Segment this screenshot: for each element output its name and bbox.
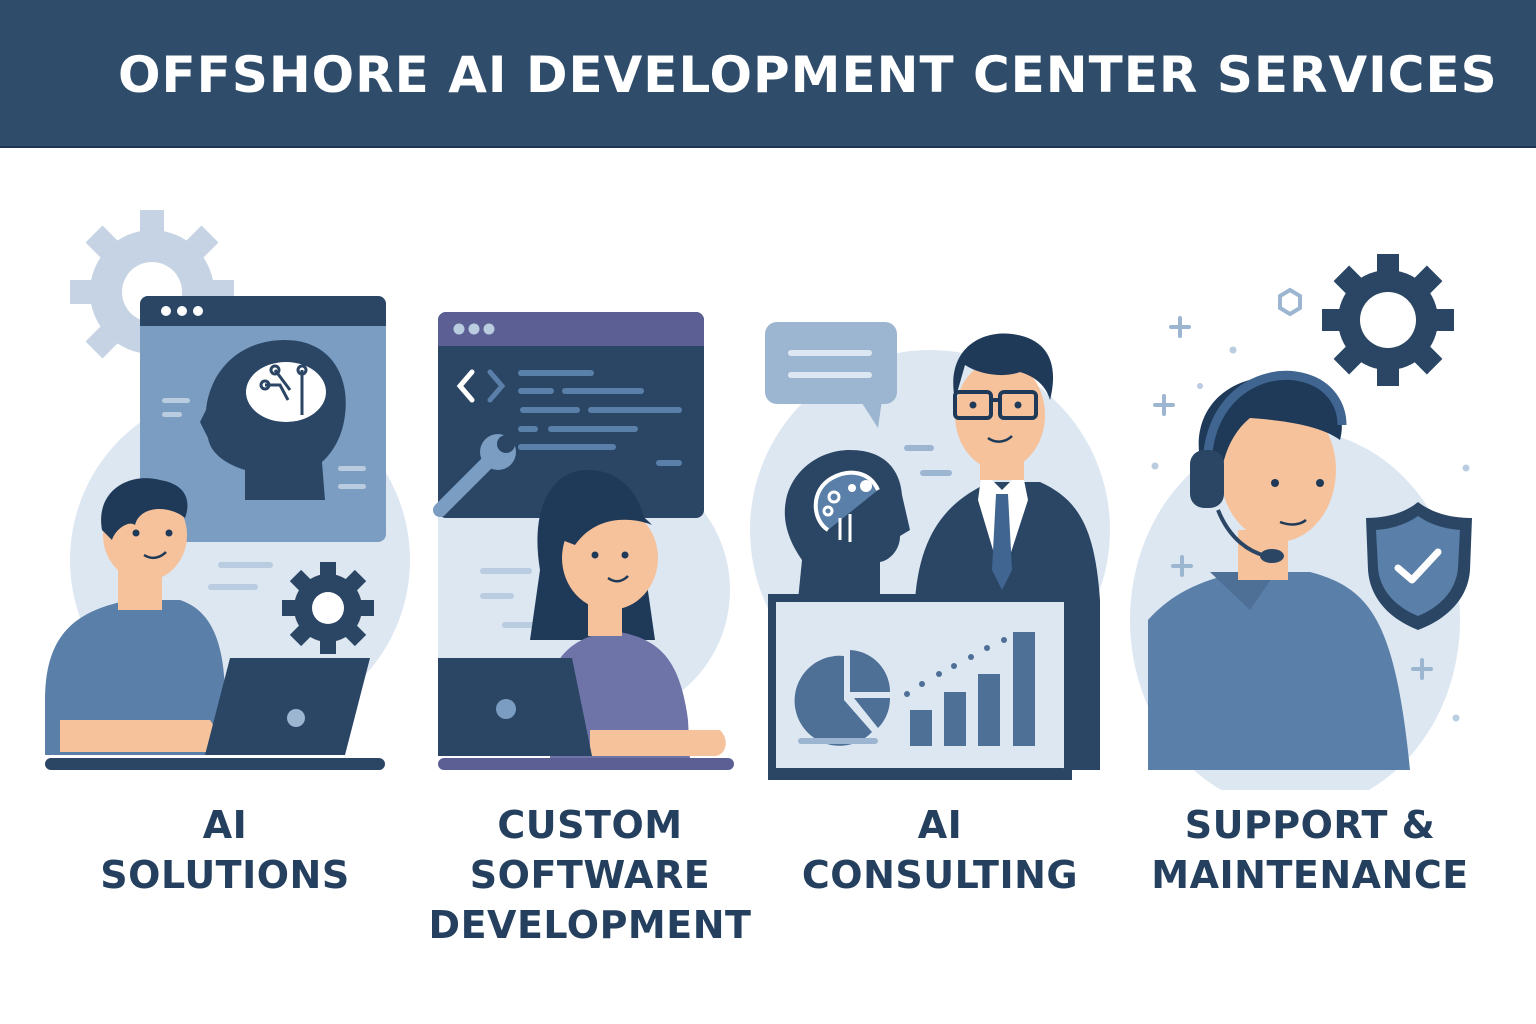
speech-bubble-icon (765, 322, 897, 428)
service-panel-ai-solutions (40, 200, 420, 790)
custom-software-illustration (433, 312, 734, 770)
caption-line: DEVELOPMENT (428, 903, 752, 947)
service-caption-support-maintenance: SUPPORT & MAINTENANCE (1140, 800, 1480, 900)
service-caption-custom-software-development: CUSTOM SOFTWARE DEVELOPMENT (420, 800, 760, 950)
hexagon-icon (1278, 287, 1302, 317)
caption-line: SOFTWARE (469, 853, 711, 897)
gear-icon (282, 562, 374, 654)
laptop-icon (438, 658, 592, 756)
service-panel-support-maintenance (1130, 200, 1530, 790)
caption-line: CONSULTING (801, 853, 1079, 897)
code-brackets-icon (456, 369, 506, 403)
caption-line: MAINTENANCE (1151, 853, 1469, 897)
caption-line: AI (917, 803, 963, 847)
header-banner: OFFSHORE AI DEVELOPMENT CENTER SERVICES (0, 0, 1536, 148)
desk (45, 758, 385, 770)
wrench-icon (433, 434, 516, 517)
caption-line: AI (202, 803, 248, 847)
caption-line: SOLUTIONS (100, 853, 350, 897)
gear-icon (1322, 254, 1454, 386)
caption-line: SUPPORT & (1184, 803, 1436, 847)
ai-brain-head-icon (784, 450, 910, 600)
service-caption-ai-consulting: AI CONSULTING (770, 800, 1110, 900)
desk (438, 758, 734, 770)
service-panel-ai-consulting (750, 200, 1120, 790)
ai-solutions-illustration (45, 210, 410, 770)
bar-chart-icon (904, 632, 1035, 746)
decorative-dots (1151, 292, 1470, 722)
page-title: OFFSHORE AI DEVELOPMENT CENTER SERVICES (118, 46, 1498, 104)
support-maintenance-illustration (1130, 254, 1472, 790)
developer-figure (45, 478, 225, 755)
pie-chart-icon (794, 650, 891, 746)
developer-figure (530, 470, 726, 760)
plus-sparkle-icon (1153, 316, 1433, 680)
support-agent-figure (1148, 376, 1410, 770)
laptop-icon (205, 658, 370, 755)
caption-line: CUSTOM (497, 803, 683, 847)
service-panel-custom-software-development (420, 200, 750, 790)
shield-check-icon (1366, 502, 1472, 630)
ai-consulting-illustration (750, 322, 1110, 780)
ai-brain-head-icon (200, 340, 346, 500)
service-caption-ai-solutions: AI SOLUTIONS (60, 800, 390, 900)
headset-icon (1190, 370, 1347, 563)
